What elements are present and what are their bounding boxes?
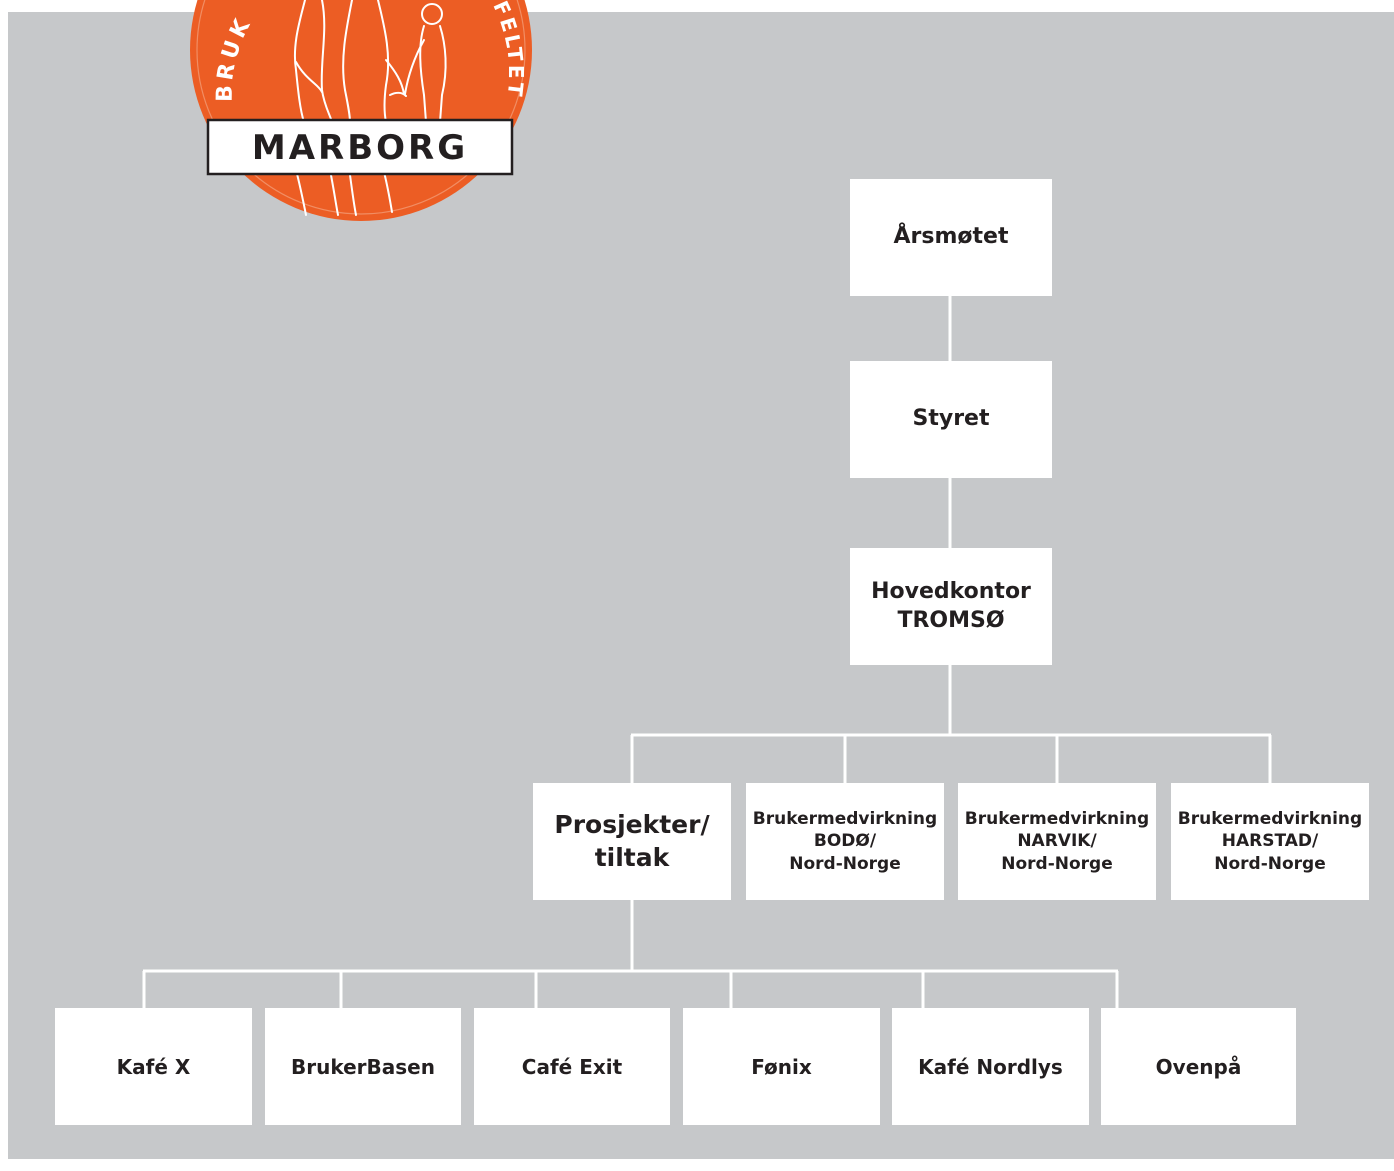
node-fonix: Fønix (683, 1008, 880, 1125)
node-label-line: Ovenpå (1155, 1054, 1242, 1079)
node-prosjekter-label: Prosjekter/ tiltak (554, 809, 709, 874)
diagram-background (8, 12, 1394, 1159)
node-hovedkontor: Hovedkontor TROMSØ (850, 548, 1052, 665)
node-narvik: Brukermedvirkning NARVIK/ Nord-Norge (958, 783, 1156, 900)
node-label-line: Kafé Nordlys (918, 1054, 1063, 1079)
node-styret: Styret (850, 361, 1052, 478)
node-label-line: HARSTAD/ (1221, 831, 1319, 852)
node-label-line: Nord-Norge (789, 853, 901, 874)
node-ovenpa: Ovenpå (1101, 1008, 1296, 1125)
node-label-line: Årsmøtet (893, 224, 1009, 250)
node-arsmotet-label: Årsmøtet (894, 223, 1009, 252)
node-harstad: Brukermedvirkning HARSTAD/ Nord-Norge (1171, 783, 1369, 900)
node-label-line: Fønix (751, 1054, 812, 1079)
node-narvik-label: Brukermedvirkning NARVIK/ Nord-Norge (965, 808, 1149, 874)
node-label-line: Nord-Norge (1001, 853, 1113, 874)
node-hovedkontor-label: Hovedkontor TROMSØ (871, 578, 1031, 635)
node-prosjekter: Prosjekter/ tiltak (533, 783, 731, 900)
node-label-line: Nord-Norge (1214, 853, 1326, 874)
node-bodo-label: Brukermedvirkning BODØ/ Nord-Norge (753, 808, 937, 874)
node-brukerbasen: BrukerBasen (265, 1008, 461, 1125)
node-nordlys: Kafé Nordlys (892, 1008, 1089, 1125)
node-label-line: BODØ/ (813, 831, 877, 852)
marborg-logo: BRUKER SFELTET MARBORG (0, 0, 532, 221)
family-figures-icon (293, 0, 447, 216)
node-label-line: Kafé X (116, 1054, 191, 1079)
node-label-line: NARVIK/ (1017, 831, 1097, 852)
node-label-line: Hovedkontor (871, 578, 1031, 604)
node-arsmotet: Årsmøtet (850, 179, 1052, 296)
node-label-line: Brukermedvirkning (964, 809, 1150, 830)
logo-name-text: MARBORG (252, 128, 468, 168)
node-label-line: tiltak (594, 842, 670, 872)
node-cafeexit: Café Exit (474, 1008, 670, 1125)
node-styret-label: Styret (913, 405, 990, 434)
logo-name-plate (206, 118, 514, 176)
node-harstad-label: Brukermedvirkning HARSTAD/ Nord-Norge (1178, 808, 1362, 874)
node-label-line: Brukermedvirkning (752, 809, 938, 830)
node-label-line: Café Exit (521, 1054, 623, 1079)
node-label-line: TROMSØ (897, 607, 1005, 633)
node-label-line: Prosjekter/ (554, 810, 710, 839)
node-label-line: BrukerBasen (291, 1054, 435, 1079)
node-label-line: Styret (912, 406, 990, 432)
node-bodo: Brukermedvirkning BODØ/ Nord-Norge (746, 783, 944, 900)
node-kafex: Kafé X (55, 1008, 252, 1125)
node-label-line: Brukermedvirkning (1177, 809, 1363, 830)
